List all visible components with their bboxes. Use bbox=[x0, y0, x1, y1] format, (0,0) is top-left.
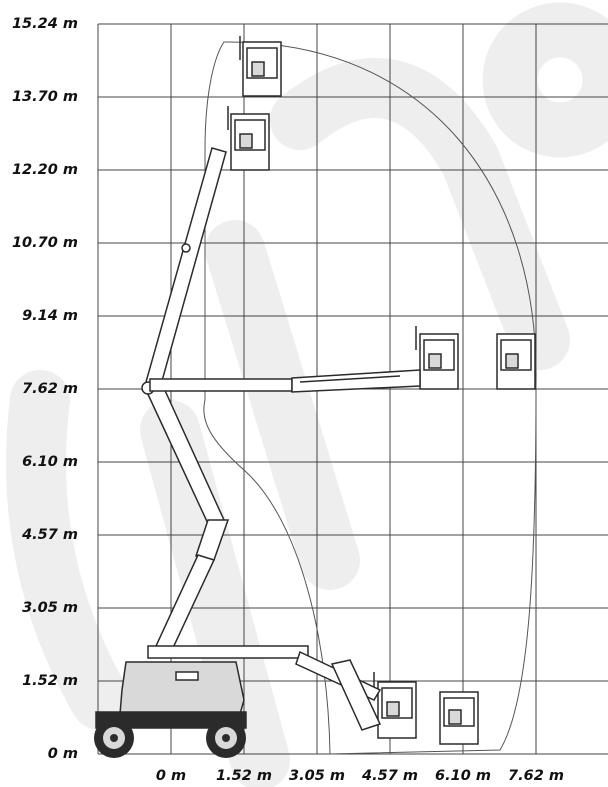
y-label-1: 1.52 m bbox=[22, 673, 78, 689]
y-label-2: 3.05 m bbox=[22, 600, 78, 616]
y-label-5: 7.62 m bbox=[22, 381, 78, 397]
y-label-6: 9.14 m bbox=[22, 308, 78, 324]
x-axis-labels: 0 m 1.52 m 3.05 m 4.57 m 6.10 m 7.62 m bbox=[156, 768, 564, 784]
machine-chassis bbox=[95, 661, 247, 729]
x-label-4: 6.10 m bbox=[435, 768, 491, 784]
y-label-10: 15.24 m bbox=[12, 16, 78, 32]
boom-stowed bbox=[147, 645, 382, 731]
x-label-0: 0 m bbox=[156, 768, 186, 784]
y-label-7: 10.70 m bbox=[12, 235, 78, 251]
basket-mid-far bbox=[496, 333, 536, 390]
y-label-0: 0 m bbox=[48, 746, 78, 762]
basket-mid-near bbox=[415, 326, 459, 390]
basket-low-far bbox=[439, 691, 479, 745]
x-label-2: 3.05 m bbox=[289, 768, 345, 784]
boom-horizontal bbox=[149, 369, 421, 393]
working-envelope-curve bbox=[203, 41, 537, 755]
watermark-logo bbox=[6, 2, 608, 787]
y-label-3: 4.57 m bbox=[21, 527, 78, 543]
y-label-9: 13.70 m bbox=[12, 89, 78, 105]
y-label-4: 6.10 m bbox=[22, 454, 78, 470]
y-axis-labels: 0 m 1.52 m 3.05 m 4.57 m 6.10 m 7.62 m 9… bbox=[12, 16, 78, 762]
x-label-5: 7.62 m bbox=[508, 768, 564, 784]
x-label-1: 1.52 m bbox=[216, 768, 272, 784]
x-label-3: 4.57 m bbox=[361, 768, 418, 784]
basket-top bbox=[239, 36, 282, 97]
y-label-8: 12.20 m bbox=[12, 162, 78, 178]
basket-low-near bbox=[373, 672, 417, 739]
wheel-left bbox=[94, 718, 134, 758]
basket-high bbox=[227, 106, 270, 171]
wheel-right bbox=[206, 718, 246, 758]
